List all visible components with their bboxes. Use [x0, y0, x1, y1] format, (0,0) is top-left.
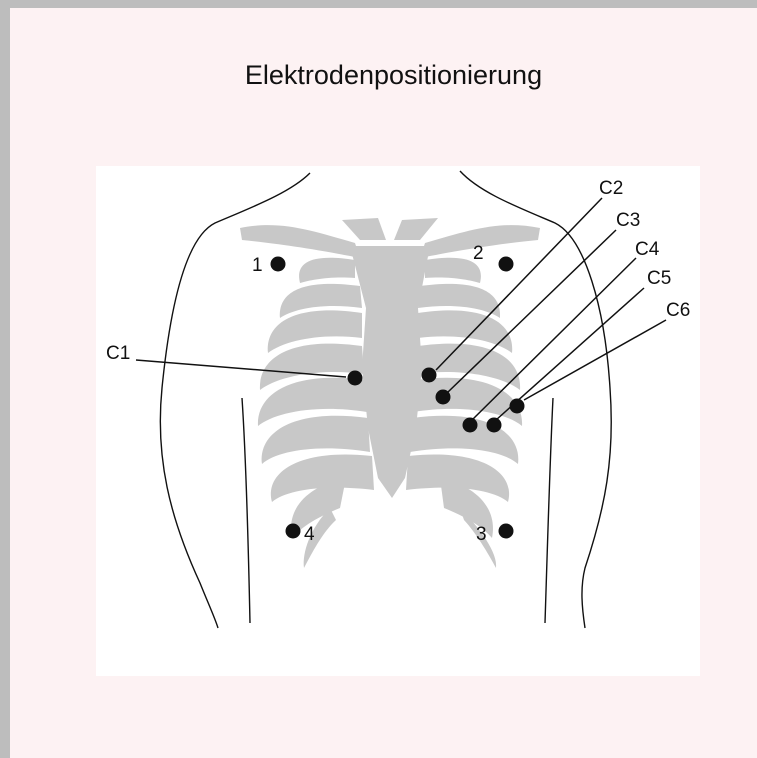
rib-cage: [240, 218, 540, 568]
electrode-3-label: 3: [476, 524, 487, 545]
electrode-c3-label: C3: [616, 210, 640, 231]
electrode-1-label: 1: [252, 255, 263, 276]
electrode-4-marker: [286, 524, 301, 539]
page-title: Elektrodenpositionierung: [10, 60, 757, 91]
electrode-3-marker: [499, 524, 514, 539]
electrode-c4-label: C4: [635, 239, 660, 260]
electrode-c5-label: C5: [647, 268, 671, 289]
electrode-c1-label: C1: [106, 343, 130, 364]
electrode-1-marker: [271, 257, 286, 272]
electrode-c5-marker: [487, 418, 502, 433]
electrode-c6-marker: [510, 399, 525, 414]
electrode-c6-label: C6: [666, 300, 690, 321]
electrode-c3-marker: [436, 390, 451, 405]
electrode-2-label: 2: [473, 243, 484, 264]
electrode-4-label: 4: [304, 524, 315, 545]
electrode-c2-marker: [422, 368, 437, 383]
electrode-c4-marker: [463, 418, 478, 433]
electrode-c2-label: C2: [599, 178, 623, 199]
electrode-c1-marker: [348, 371, 363, 386]
electrode-2-marker: [499, 257, 514, 272]
electrode-diagram: 1 2 3 4 C1 C2 C3 C4 C5 C6: [96, 166, 700, 676]
